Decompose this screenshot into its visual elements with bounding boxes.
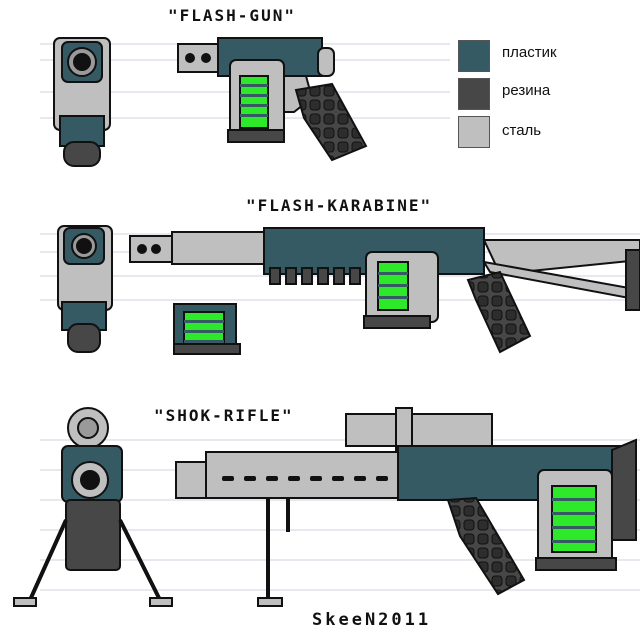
shok-rifle-front-view <box>13 407 173 607</box>
legend-label-rubber: резина <box>502 82 551 99</box>
flash-karabine-title: "FLASH-KARABINE" <box>246 196 433 215</box>
legend-label-steel: сталь <box>502 122 542 139</box>
legend-label-plastic: пластик <box>502 44 557 61</box>
flash-karabine-side-view <box>129 227 640 354</box>
flash-gun-title: "FLASH-GUN" <box>168 6 296 25</box>
artist-signature: SkeeN2011 <box>312 610 432 630</box>
flash-gun-side-view <box>177 37 368 162</box>
legend-swatch-plastic <box>458 40 490 72</box>
legend-swatch-steel <box>458 116 490 148</box>
flash-karabine-front-view <box>57 225 113 353</box>
legend-swatch-rubber <box>458 78 490 110</box>
shok-rifle-side-view <box>175 407 637 607</box>
flash-karabine-magazine <box>173 303 241 355</box>
flash-gun-front-view <box>53 37 111 167</box>
shok-rifle-title: "SHOK-RIFLE" <box>154 406 294 425</box>
